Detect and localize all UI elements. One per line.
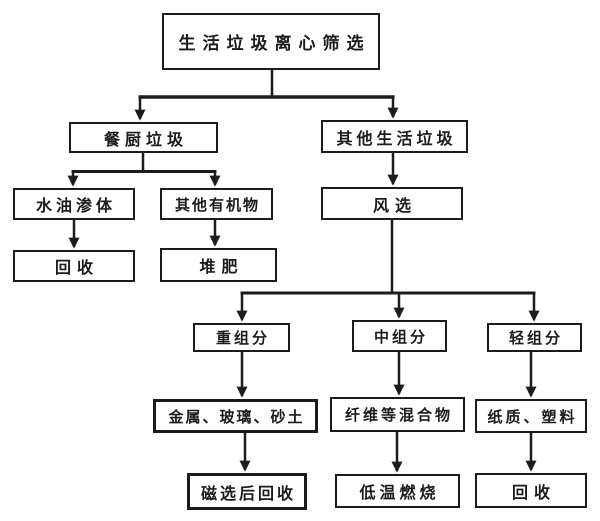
node-middle-fraction: 中组分 [352,320,447,352]
node-other-household-waste: 其他生活垃圾 [321,120,468,153]
node-low-temp-burn: 低温燃烧 [335,474,460,508]
node-paper-plastic: 纸质、塑料 [475,399,587,433]
node-other-organics: 其他有机物 [160,188,273,220]
node-heavy-fraction: 重组分 [193,323,290,352]
node-light-fraction: 轻组分 [487,323,582,352]
node-air-separation: 风选 [321,187,463,220]
node-water-oil: 水油渗体 [13,188,135,220]
node-fiber-mixture: 纤维等混合物 [330,397,465,432]
node-magnetic-recycle: 磁选后回收 [187,473,307,510]
node-root: 生活垃圾离心筛选 [162,13,380,70]
node-recycle-right: 回收 [475,473,587,508]
node-kitchen-waste: 餐厨垃圾 [69,122,218,153]
node-compost: 堆肥 [160,248,277,282]
node-recycle-left: 回收 [13,250,135,282]
node-metal-glass-sand: 金属、玻璃、砂土 [153,399,318,433]
